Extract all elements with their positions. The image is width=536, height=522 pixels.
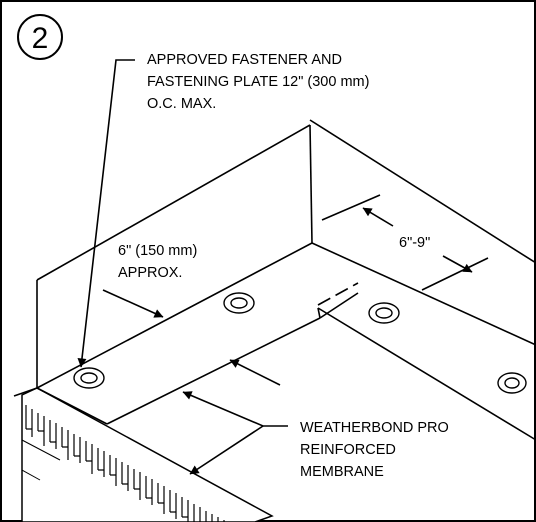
membrane-label: WEATHERBOND PRO REINFORCED MEMBRANE — [300, 420, 449, 480]
membrane-strip-right — [317, 307, 536, 441]
spacing-label: 6"-9" — [396, 230, 446, 252]
fastener-plate-2 — [223, 292, 255, 314]
step-circle — [17, 14, 63, 60]
fastener-plate-3 — [368, 302, 400, 324]
fastening-plates — [73, 292, 527, 394]
fastener-label-line-3: O.C. MAX. — [147, 96, 216, 112]
overlap-label-line-2: APPROX. — [118, 265, 182, 281]
membrane-label-line-2: REINFORCED — [300, 442, 396, 458]
fastener-plate-4 — [497, 372, 527, 394]
membrane-label-line-1: WEATHERBOND PRO — [300, 420, 449, 436]
fastener-plate-1 — [73, 367, 105, 389]
overlap-label-line-1: 6" (150 mm) — [118, 243, 197, 259]
spacing-dimension — [321, 194, 489, 291]
overlap-dimension — [102, 289, 281, 386]
spacing-label-text: 6"-9" — [399, 235, 430, 251]
fastener-leader — [77, 59, 135, 368]
step-indicator: 2 — [17, 14, 63, 60]
overlap-label: 6" (150 mm) APPROX. — [112, 240, 222, 284]
step-number: 2 — [32, 22, 49, 55]
membrane-leader — [182, 391, 288, 475]
wood-deck — [21, 387, 274, 522]
wall-surfaces — [36, 119, 536, 388]
membrane-label-line-3: MEMBRANE — [300, 464, 384, 480]
fastener-label-line-2: FASTENING PLATE 12" (300 mm) — [147, 74, 369, 90]
fastener-label-line-1: APPROVED FASTENER AND — [147, 52, 342, 68]
fastener-label: APPROVED FASTENER AND FASTENING PLATE 12… — [147, 52, 369, 112]
